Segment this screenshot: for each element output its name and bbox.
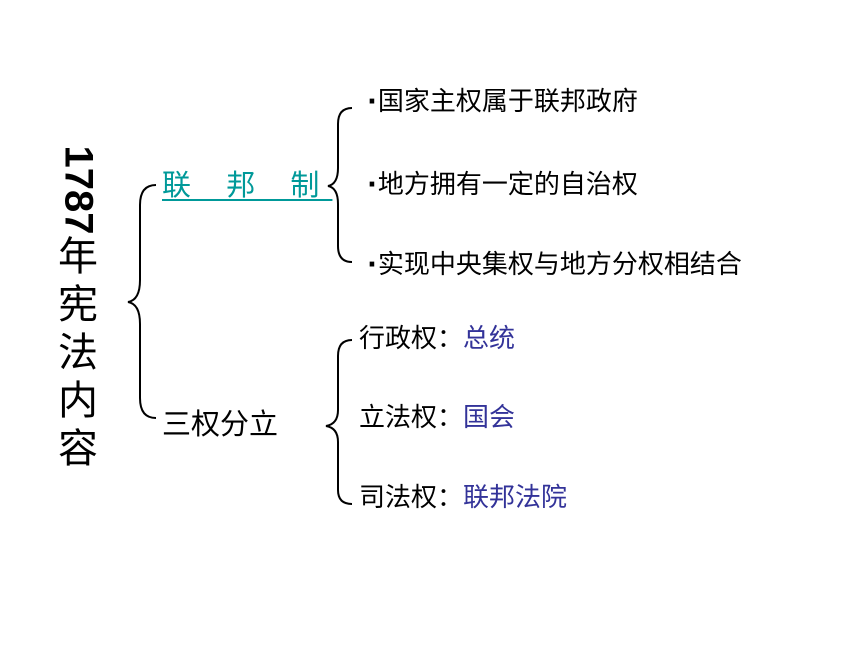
power-item: 立法权：国会 [359,405,515,431]
title-char: 年 [58,234,98,280]
power-holder: 联邦法院 [463,483,568,513]
federal-item: ·国家主权属于联邦政府 [367,89,638,115]
diagram-title: 1787 年 宪 法 内 容 [38,138,118,473]
power-holder: 总统 [463,324,516,354]
title-char: 宪 [58,282,98,328]
title-char: 法 [58,330,98,376]
power-item: 司法权：联邦法院 [359,485,567,511]
federal-item: ·地方拥有一定的自治权 [367,172,638,198]
power-name: 行政权： [359,324,464,354]
federal-label[interactable]: 联 邦 制 [162,168,333,202]
title-char: 容 [58,426,98,472]
main-brace [127,184,157,419]
federal-brace [327,107,353,263]
power-item: 行政权：总统 [359,326,515,352]
power-name: 司法权： [359,483,464,513]
bullet: · [367,170,377,200]
bullet: · [367,250,377,280]
title-year: 1787 [56,145,101,235]
federal-item-text: 实现中央集权与地方分权相结合 [377,250,742,280]
title-char: 内 [58,378,98,424]
separation-label: 三权分立 [162,407,279,441]
bullet: · [367,87,377,117]
power-holder: 国会 [463,403,516,433]
separation-brace [325,339,353,505]
federal-item-text: 国家主权属于联邦政府 [377,87,638,117]
power-name: 立法权： [359,403,464,433]
federal-item: ·实现中央集权与地方分权相结合 [367,252,742,278]
federal-item-text: 地方拥有一定的自治权 [377,170,638,200]
